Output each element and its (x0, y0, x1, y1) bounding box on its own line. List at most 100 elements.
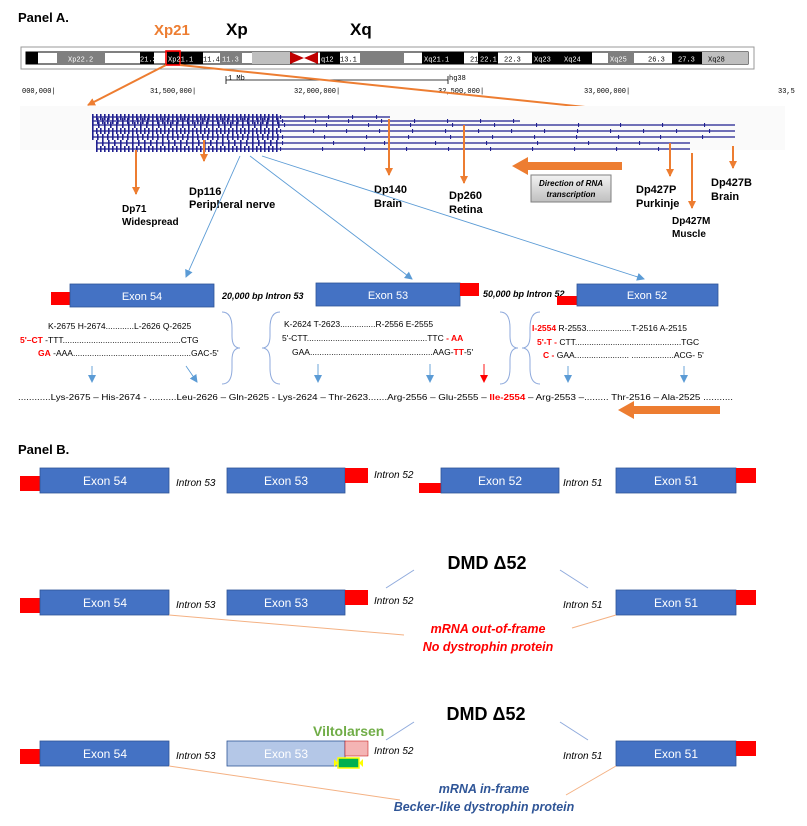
exon-tick (122, 134, 124, 140)
exon-tick (192, 140, 194, 146)
exon-tick (278, 122, 280, 128)
exon-tick (108, 140, 110, 146)
ruler-tick: 32,000,000| (294, 88, 340, 96)
exon-tick (228, 140, 230, 146)
exon-tick (142, 134, 144, 140)
intron-label: Intron 51 (563, 751, 602, 762)
exon-tick (643, 129, 645, 133)
exon-tick (126, 140, 128, 146)
exon-tick (92, 134, 94, 140)
exon-tick (276, 128, 278, 134)
exon-tick (610, 129, 612, 133)
exon-tick (704, 123, 706, 127)
isoform-dp427m-tissue: Muscle (672, 229, 706, 240)
exon-tick (124, 146, 126, 152)
exon-tick (160, 114, 162, 120)
exon-tick (248, 122, 250, 128)
exon-tick (198, 140, 200, 146)
seq52-bot: C - GAA....................... .........… (543, 350, 704, 360)
ruler-tick: 33,000,000| (584, 88, 630, 96)
exon-tick (328, 115, 330, 119)
exon-tick (280, 129, 282, 133)
exon-tick (276, 140, 278, 146)
exon-tick (92, 128, 94, 134)
exon-tick (146, 122, 148, 128)
exon-tick (618, 135, 620, 139)
band-label: 26.3 (648, 57, 665, 65)
exon-tick (227, 134, 229, 140)
exon-tick (578, 123, 580, 127)
exon-tick (248, 128, 250, 134)
exon-tick (266, 122, 268, 128)
exon-tick (210, 140, 212, 146)
exon-tick (152, 128, 154, 134)
exon-tick (206, 122, 208, 128)
exon-tick (304, 115, 306, 119)
exon-tick (218, 122, 220, 128)
exon-tick (96, 140, 98, 146)
exon-53-label: Exon 53 (368, 290, 408, 302)
exon-tick (102, 134, 104, 140)
exon-tick (167, 134, 169, 140)
exon-tick (96, 114, 98, 120)
exon-tick (128, 114, 130, 120)
exon-tick (192, 118, 194, 124)
exon-tick (220, 146, 222, 152)
exon-tick (147, 118, 149, 124)
exon-tick (244, 114, 246, 120)
exon-tick (676, 129, 678, 133)
band-label: 13.1 (340, 57, 357, 65)
exon-tick (414, 119, 416, 123)
exon-tick (132, 114, 134, 120)
exon-tick (267, 134, 269, 140)
exon-tick (224, 146, 226, 152)
row-viltolarsen: DMD Δ52 Viltolarsen Exon 54 Intron 53 Ex… (20, 704, 756, 814)
exon-tick (208, 114, 210, 120)
exon-tick (452, 123, 454, 127)
intron-label: Intron 53 (176, 600, 216, 611)
exon-tick (702, 135, 704, 139)
chromosome-ideogram: Xp22.2 21.3 Xp21.1 11.4 11.3 q12 13.1 Xq… (20, 46, 755, 70)
exon-tick (272, 128, 274, 134)
exon-tick (124, 128, 126, 134)
exon-tick (142, 118, 144, 124)
intron-label: Intron 52 (374, 746, 414, 757)
ruler-tick: 31,500,000| (150, 88, 196, 96)
band-label: 21.3 (140, 57, 157, 65)
exon-tick (224, 128, 226, 134)
exon-tick (376, 115, 378, 119)
exon-tick (102, 118, 104, 124)
exon-tick (333, 141, 335, 145)
exon-tick (144, 114, 146, 120)
exon-tick (188, 114, 190, 120)
exon-tick (252, 118, 254, 124)
seq54-top: 5'–CT -TTT..............................… (20, 335, 199, 345)
exon-label: Exon 54 (83, 596, 127, 610)
transcription-direction: Direction of RNA transcription (512, 157, 622, 203)
exon-tick (212, 122, 214, 128)
exon-tick (268, 128, 270, 134)
ruler-scale: 1 Mb (228, 75, 245, 83)
exon-tick (381, 119, 383, 123)
exon-tick (96, 128, 98, 134)
exon-tick (108, 146, 110, 152)
exon-tick (212, 146, 214, 152)
exon-tick (132, 134, 134, 140)
exon-tick (244, 128, 246, 134)
band-label: q12 (321, 57, 334, 65)
exon-tick (709, 129, 711, 133)
exon-tick (104, 114, 106, 120)
exon-tick (352, 115, 354, 119)
exon-tick (128, 122, 130, 128)
exon-tick (256, 128, 258, 134)
exon-tick (284, 123, 286, 127)
exon-tick (184, 146, 186, 152)
exon-tick (120, 140, 122, 146)
exon-tick (280, 147, 282, 151)
exon-tick (92, 114, 94, 120)
exon-tick (152, 114, 154, 120)
isoform-dp260: Dp260 (449, 190, 482, 202)
exon-label: Exon 54 (83, 474, 127, 488)
exon-tick (100, 128, 102, 134)
exon-tick (242, 134, 244, 140)
